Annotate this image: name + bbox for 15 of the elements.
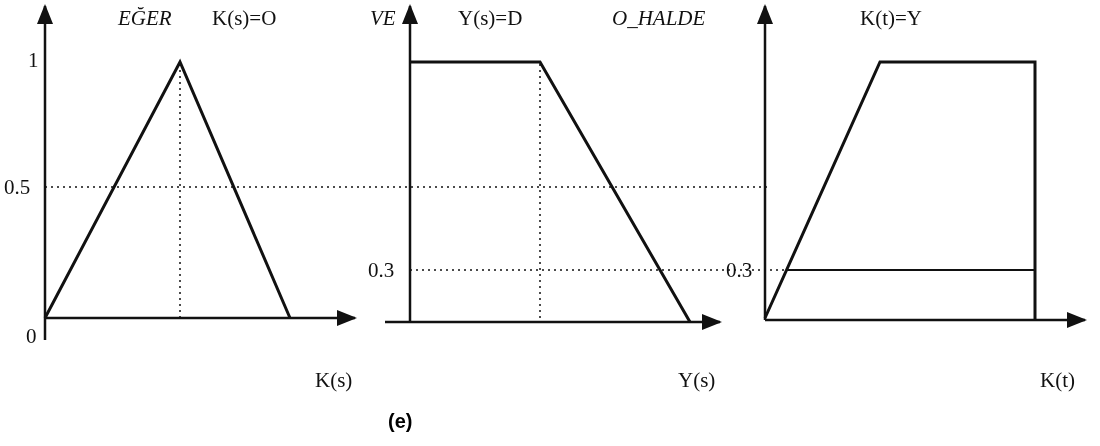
- rule-keyword: O_HALDE: [612, 8, 706, 29]
- rule-keyword: VE: [370, 8, 396, 29]
- rule-keyword: EĞER: [118, 8, 172, 29]
- rule-condition: K(s)=O: [212, 8, 277, 29]
- axis-title: Y(s): [678, 370, 716, 391]
- axis-tick-label: 1: [28, 50, 39, 71]
- rule-conclusion: K(t)=Y: [860, 8, 922, 29]
- figure-caption: (e): [388, 410, 413, 433]
- axis-tick-label: 0.5: [4, 177, 31, 198]
- axis-title: K(t): [1040, 370, 1075, 391]
- rule-condition: Y(s)=D: [458, 8, 523, 29]
- axis-tick-label: 0: [26, 326, 37, 347]
- axis-tick-label: 0.3: [726, 260, 753, 281]
- axis-title: K(s): [315, 370, 353, 391]
- axis-tick-label: 0.3: [368, 260, 395, 281]
